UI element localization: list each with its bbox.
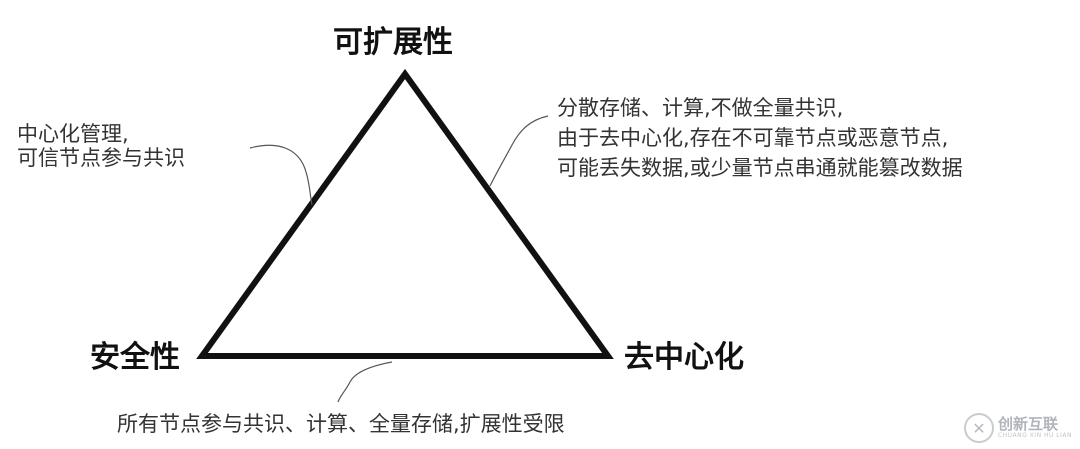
note-bottom: 所有节点参与共识、计算、全量存储,扩展性受限 [117, 412, 565, 436]
note-left-line: 可信节点参与共识 [17, 146, 185, 170]
vertex-decentralization: 去中心化 [624, 340, 744, 375]
connector-bottom [337, 361, 393, 403]
connector-left [249, 144, 313, 206]
watermark-name: 创新互联 [997, 415, 1058, 433]
vertex-security: 安全性 [90, 340, 180, 375]
note-left: 中心化管理, 可信节点参与共识 [17, 122, 185, 170]
watermark: ✕ 创新互联 CHUANG XIN HU LIAN [963, 413, 1072, 443]
note-right-line: 分散存储、计算,不做全量共识, [557, 96, 844, 120]
vertex-scalability: 可扩展性 [333, 25, 453, 60]
watermark-subtitle: CHUANG XIN HU LIAN [997, 432, 1072, 439]
brand-logo-icon: ✕ [963, 413, 994, 443]
note-left-line: 中心化管理, [17, 122, 129, 146]
note-right-line: 可能丢失数据,或少量节点串通就能篡改数据 [557, 156, 963, 180]
note-right-line: 由于去中心化,存在不可靠节点或恶意节点, [557, 126, 949, 150]
note-bottom-line: 所有节点参与共识、计算、全量存储,扩展性受限 [117, 412, 565, 436]
triangle-shape [196, 68, 614, 359]
connector-right [489, 115, 549, 187]
note-right: 分散存储、计算,不做全量共识, 由于去中心化,存在不可靠节点或恶意节点, 可能丢… [557, 96, 963, 180]
